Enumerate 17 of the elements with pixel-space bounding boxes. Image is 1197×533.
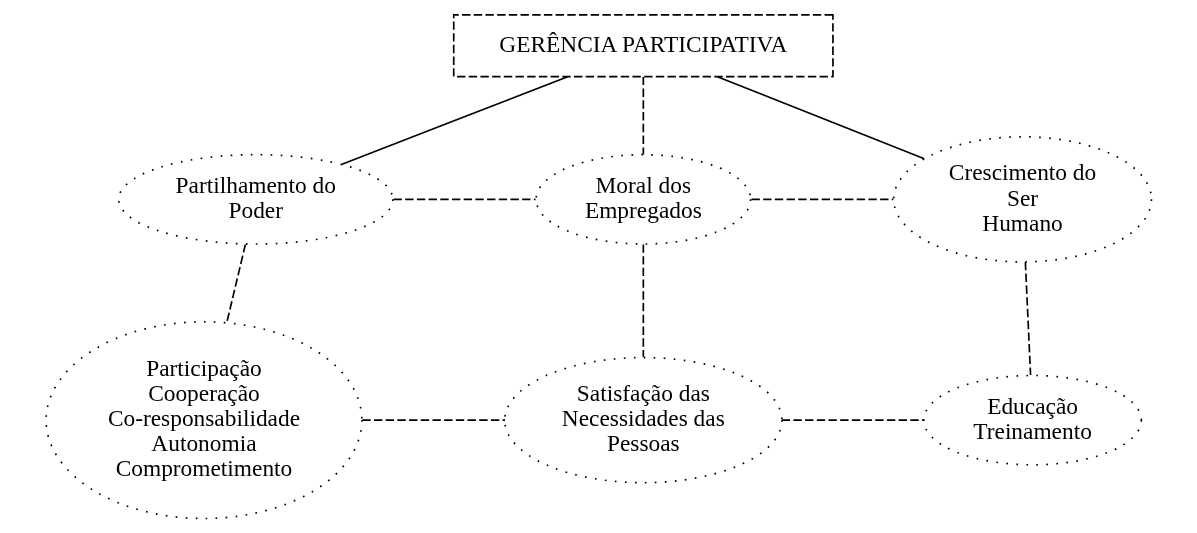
node-box: GERÊNCIA PARTICIPATIVA [452,13,834,78]
connector [780,419,925,421]
connector [642,76,645,156]
connector [361,419,506,421]
connector [392,198,537,201]
connector [750,198,895,201]
node-ellipse: Partilhamento do Poder [117,153,394,245]
connector [341,75,569,166]
connector [1024,261,1032,376]
connector [642,243,645,358]
node-ellipse: Moral dos Empregados [535,153,752,245]
node-ellipse: Satisfação das Necessidades das Pessoas [503,356,783,484]
connector [225,243,247,324]
node-ellipse: Crescimento do Ser Humano [892,135,1153,263]
node-ellipse: Educação Treinamento [922,374,1143,466]
connector [716,75,926,160]
node-ellipse: Participação Cooperação Co-responsabilidade Autonomia Comprometimento [45,320,363,520]
